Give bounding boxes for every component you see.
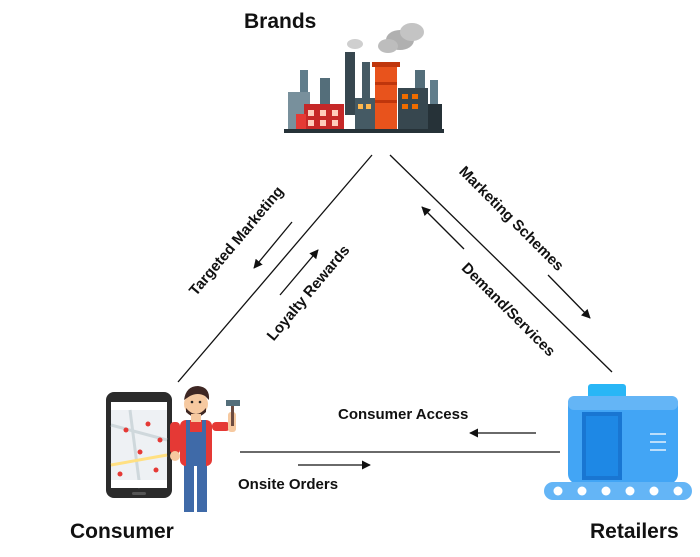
loyalty-rewards-label: Loyalty Rewards [264, 242, 354, 344]
loyalty-rewards-arrow [279, 249, 319, 296]
demand-services-label: Demand/Services [458, 260, 558, 360]
targeted-marketing-label: Targeted Marketing [186, 183, 287, 299]
conveyor-machine-icon [544, 384, 692, 500]
marketing-schemes-arrow [547, 274, 591, 319]
consumer-label: Consumer [70, 520, 174, 543]
retailers-label: Retailers [590, 520, 679, 543]
onsite-orders-label: Onsite Orders [238, 476, 338, 493]
brands-retailers-line [389, 154, 613, 373]
factory-icon [284, 23, 444, 133]
consumer-access-label: Consumer Access [338, 406, 468, 423]
brands-consumer-line [177, 154, 373, 383]
brands-label: Brands [244, 10, 316, 33]
demand-services-arrow [421, 206, 465, 250]
marketing-schemes-label: Marketing Schemes [455, 163, 567, 275]
person-with-smartphone-icon [106, 386, 240, 512]
targeted-marketing-arrow [253, 221, 293, 269]
